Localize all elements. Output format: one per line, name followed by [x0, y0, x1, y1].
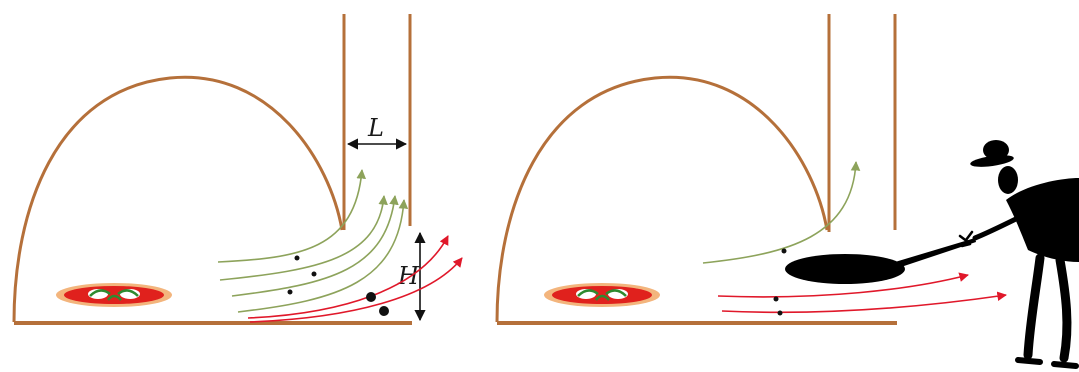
right-oven-panel — [495, 14, 1079, 369]
green-flow-lines — [217, 169, 409, 313]
red-flow-line-1 — [717, 272, 969, 298]
red-flow-lines — [717, 272, 1007, 314]
pizza-icon — [56, 283, 172, 307]
width-label: L — [367, 114, 384, 142]
oven-dome — [495, 75, 829, 323]
green-flow-line-4 — [237, 199, 409, 313]
green-flow-line-1 — [702, 161, 861, 264]
pizza-icon — [544, 283, 660, 307]
flow-particles — [773, 248, 787, 316]
oven-dome — [12, 75, 344, 323]
green-flow-line-3 — [231, 195, 399, 297]
pizza-peel-icon — [785, 238, 976, 284]
green-flow-line-1 — [217, 169, 367, 263]
red-flow-line-2 — [721, 291, 1007, 314]
left-oven-panel: L H — [12, 14, 463, 325]
green-flow-lines — [702, 161, 861, 264]
flow-particles — [287, 255, 389, 316]
red-flow-line-2 — [249, 257, 463, 323]
pizzaiolo-silhouette-icon — [958, 140, 1079, 369]
green-flow-line-2 — [219, 195, 388, 281]
red-flow-lines — [247, 235, 463, 323]
height-label: H — [397, 262, 420, 290]
